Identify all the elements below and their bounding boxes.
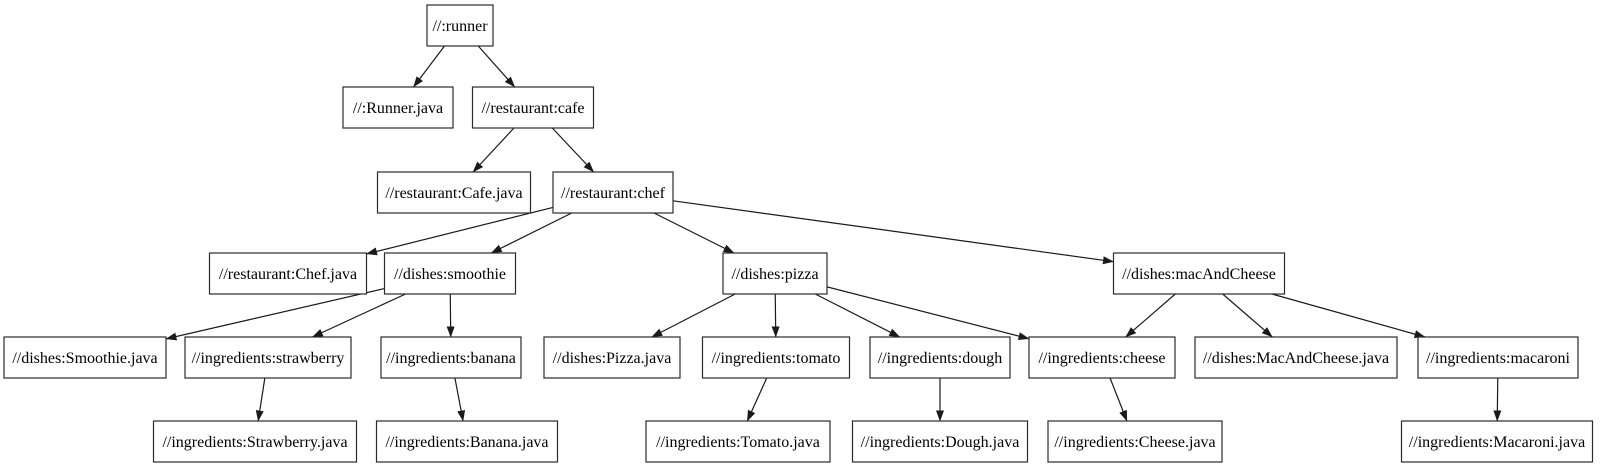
node-box-smoothie [383,252,517,295]
node-box-pizza [722,252,828,295]
node-chef: //restaurant:chef [552,171,674,214]
node-label-dough-java: //ingredients:Dough.java [861,434,1020,451]
node-mac-and-cheese-java: //dishes:MacAndCheese.java [1194,336,1398,379]
node-box-banana-java [375,420,559,463]
edge-strawberry-to-strawberry-java [255,377,266,422]
node-label-cafe: //restaurant:cafe [481,100,584,117]
node-box-cheese [1028,336,1176,379]
node-label-chef: //restaurant:chef [561,185,666,202]
node-label-tomato: //ingredients:tomato [712,350,841,367]
node-cheese-java: //ingredients:Cheese.java [1047,420,1223,463]
node-box-pizza-java [543,336,681,379]
node-box-chef [552,171,674,214]
node-label-strawberry-java: //ingredients:Strawberry.java [162,434,347,451]
node-label-smoothie: //dishes:smoothie [394,266,506,283]
node-dough: //ingredients:dough [869,336,1011,379]
node-label-banana: //ingredients:banana [386,350,516,367]
node-label-chef-java: //restaurant:Chef.java [219,266,357,283]
node-smoothie-java: //dishes:Smoothie.java [3,336,167,379]
node-label-runner: //:runner [432,18,488,35]
node-cafe-java: //restaurant:Cafe.java [376,171,532,214]
edge-banana-to-banana-java [454,377,466,422]
edge-smoothie-to-strawberry [311,293,406,338]
node-box-mac-and-cheese-java [1194,336,1398,379]
node-box-tomato [701,336,851,379]
edge-mac-and-cheese-to-macaroni [1271,293,1426,339]
node-label-cheese: //ingredients:cheese [1038,350,1165,367]
node-label-cheese-java: //ingredients:Cheese.java [1054,434,1215,451]
edge-pizza-to-dough [814,293,901,338]
edge-runner-to-cafe [477,45,516,88]
node-label-macaroni-java: //ingredients:Macaroni.java [1409,434,1585,451]
node-label-pizza-java: //dishes:Pizza.java [553,350,672,367]
node-tomato: //ingredients:tomato [701,336,851,379]
node-box-smoothie-java [3,336,167,379]
node-box-chef-java [208,252,368,295]
node-box-macaroni-java [1400,420,1594,463]
edge-smoothie-to-banana [446,293,455,338]
node-macaroni: //ingredients:macaroni [1417,336,1579,379]
node-label-banana-java: //ingredients:Banana.java [385,434,548,451]
node-label-dough: //ingredients:dough [878,350,1002,367]
edge-smoothie-to-smoothie-java [165,287,385,341]
node-box-cheese-java [1047,420,1223,463]
node-label-cafe-java: //restaurant:Cafe.java [385,185,522,202]
node-label-mac-and-cheese-java: //dishes:MacAndCheese.java [1203,350,1389,367]
edges-layer [165,45,1502,422]
node-tomato-java: //ingredients:Tomato.java [645,420,831,463]
node-strawberry: //ingredients:strawberry [184,336,352,379]
node-strawberry-java: //ingredients:Strawberry.java [152,420,358,463]
node-box-macaroni [1417,336,1579,379]
edge-chef-to-mac-and-cheese [672,200,1114,265]
node-label-runner-java: //:Runner.java [353,100,443,117]
node-cafe: //restaurant:cafe [471,86,595,129]
edge-chef-to-pizza [653,212,735,254]
node-runner-java: //:Runner.java [342,86,454,129]
node-box-strawberry-java [152,420,358,463]
node-cheese: //ingredients:cheese [1028,336,1176,379]
node-box-dough-java [851,420,1029,463]
node-box-strawberry [184,336,352,379]
nodes-layer: //:runner //:Runner.java //restaurant:cafe… [3,4,1594,463]
node-label-smoothie-java: //dishes:Smoothie.java [12,350,157,367]
node-box-runner-java [342,86,454,129]
edge-pizza-to-pizza-java [651,293,736,338]
node-runner: //:runner [426,4,494,47]
edge-runner-to-runner-java [413,45,445,88]
node-chef-java: //restaurant:Chef.java [208,252,368,295]
edge-cafe-to-chef [551,127,595,173]
node-smoothie: //dishes:smoothie [383,252,517,295]
node-box-tomato-java [645,420,831,463]
node-box-runner [426,4,494,47]
edge-pizza-to-cheese [826,286,1030,341]
node-box-dough [869,336,1011,379]
node-banana-java: //ingredients:Banana.java [375,420,559,463]
edge-chef-to-smoothie [490,212,573,254]
node-box-banana [380,336,522,379]
node-banana: //ingredients:banana [380,336,522,379]
edge-mac-and-cheese-to-mac-and-cheese-java [1222,293,1273,338]
node-macaroni-java: //ingredients:Macaroni.java [1400,420,1594,463]
edge-mac-and-cheese-to-cheese [1125,293,1176,338]
node-box-cafe-java [376,171,532,214]
node-pizza: //dishes:pizza [722,252,828,295]
edge-chef-to-chef-java [366,206,554,256]
node-box-cafe [471,86,595,129]
edge-tomato-to-tomato-java [746,377,768,422]
node-box-mac-and-cheese [1112,252,1286,295]
node-label-strawberry: //ingredients:strawberry [192,350,345,367]
node-pizza-java: //dishes:Pizza.java [543,336,681,379]
node-label-mac-and-cheese: //dishes:macAndCheese [1122,266,1276,283]
edge-macaroni-to-macaroni-java [1493,377,1502,422]
node-dough-java: //ingredients:Dough.java [851,420,1029,463]
node-label-pizza: //dishes:pizza [731,266,818,283]
edge-cheese-to-cheese-java [1109,377,1128,422]
node-label-tomato-java: //ingredients:Tomato.java [656,434,820,451]
edge-cafe-to-cafe-java [472,127,515,173]
node-label-macaroni: //ingredients:macaroni [1426,350,1571,367]
edge-pizza-to-tomato [771,293,780,338]
node-mac-and-cheese: //dishes:macAndCheese [1112,252,1286,295]
